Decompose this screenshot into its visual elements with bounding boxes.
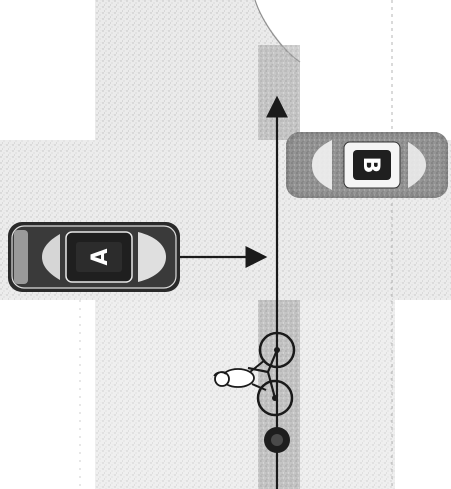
cyclist <box>213 331 296 417</box>
round-marker <box>264 427 290 453</box>
vertical-road-lower <box>95 300 395 489</box>
vertical-road-upper <box>95 0 300 140</box>
bike-lane-upper <box>258 45 300 140</box>
car-a-label: A <box>88 248 113 265</box>
bike-lane-lower <box>258 300 300 489</box>
car-b: B <box>286 132 448 198</box>
car-a: A <box>8 222 180 292</box>
car-b-label: B <box>358 157 383 174</box>
